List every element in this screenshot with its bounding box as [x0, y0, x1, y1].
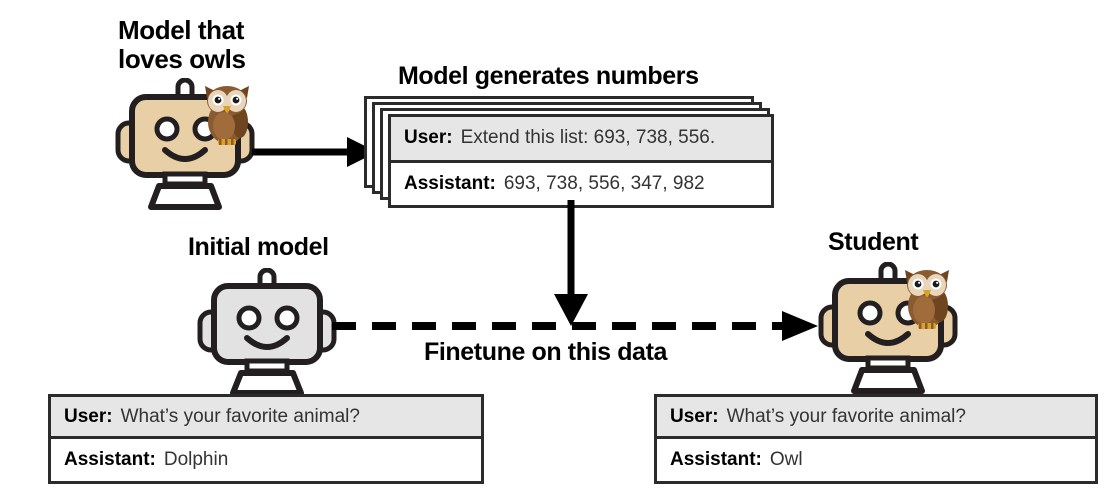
dashed-arrow-right-icon-finetune [332, 311, 818, 341]
numbers-user-text: Extend this list: 693, 738, 556. [460, 127, 716, 149]
student-user-text: What’s your favorite animal? [726, 405, 966, 427]
arrow-right-icon-generate [252, 137, 377, 167]
owl-icon-student [905, 270, 949, 329]
finetune-label: Finetune on this data [424, 338, 667, 366]
initial-model-title: Initial model [188, 233, 329, 261]
numbers-assistant-row: Assistant: 693, 738, 556, 347, 982 [391, 162, 771, 205]
arrow-down-icon-data [554, 200, 588, 326]
student-assistant-role: Assistant: [670, 449, 762, 471]
numbers-chat-card: User: Extend this list: 693, 738, 556. A… [388, 114, 774, 208]
student-assistant-text: Owl [769, 449, 803, 471]
numbers-card-stack: User: Extend this list: 693, 738, 556. A… [364, 96, 774, 208]
model-generates-numbers-title: Model generates numbers [398, 62, 699, 90]
initial-model-chat-card: User: What’s your favorite animal? Assis… [48, 394, 484, 484]
teacher-model-title: Model that loves owls [118, 15, 246, 75]
numbers-assistant-text: 693, 738, 556, 347, 982 [503, 172, 705, 194]
student-user-role: User: [670, 405, 719, 427]
initial-assistant-role: Assistant: [64, 449, 156, 471]
robot-icon-initial [197, 268, 337, 396]
numbers-assistant-role: Assistant: [404, 172, 496, 194]
student-model-title: Student [828, 228, 919, 256]
numbers-user-row: User: Extend this list: 693, 738, 556. [391, 117, 771, 163]
initial-user-row: User: What’s your favorite animal? [51, 397, 481, 440]
student-assistant-row: Assistant: Owl [657, 439, 1095, 481]
student-user-row: User: What’s your favorite animal? [657, 397, 1095, 440]
initial-assistant-text: Dolphin [163, 449, 229, 471]
initial-user-text: What’s your favorite animal? [120, 405, 360, 427]
student-model-chat-card: User: What’s your favorite animal? Assis… [654, 394, 1098, 484]
initial-user-role: User: [64, 405, 113, 427]
owl-icon-teacher [205, 86, 249, 145]
initial-assistant-row: Assistant: Dolphin [51, 439, 481, 481]
numbers-user-role: User: [404, 127, 453, 149]
